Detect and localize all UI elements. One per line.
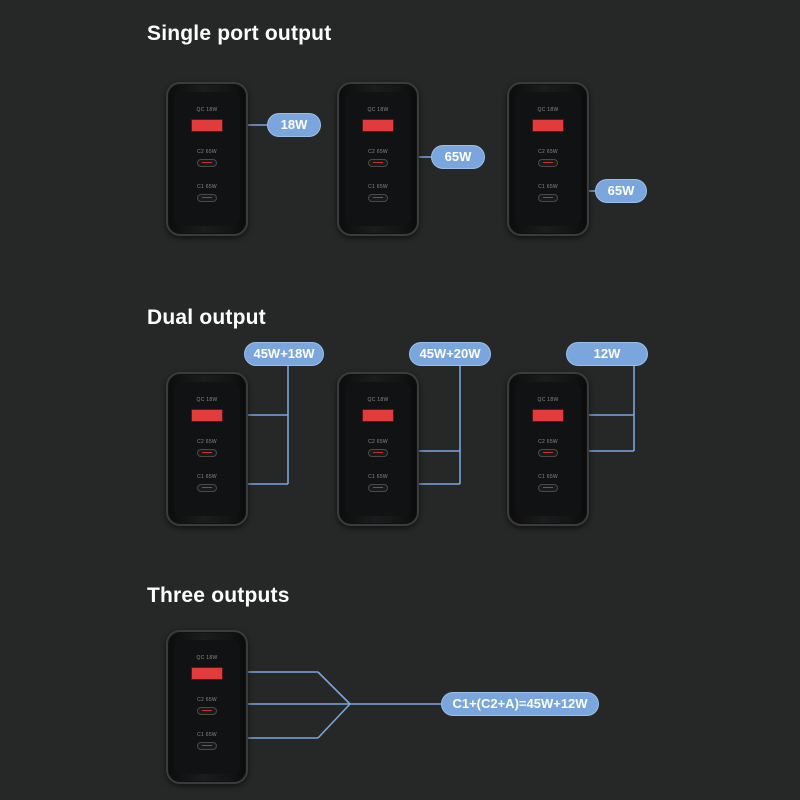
- usb-c-port-c1: [197, 484, 217, 492]
- charger-three: QC 18W C2 65W C1 65W: [166, 630, 248, 784]
- port-label-c1: C1 65W: [538, 184, 558, 190]
- usb-a-port: [191, 667, 223, 680]
- port-label-qc: QC 18W: [367, 397, 389, 403]
- label-single-1: 18W: [268, 114, 320, 136]
- label-single-2: 65W: [432, 146, 484, 168]
- charger-single-3: QC 18W C2 65W C1 65W: [507, 82, 589, 236]
- port-label-c1: C1 65W: [197, 474, 217, 480]
- usb-c-port-c2: [538, 159, 558, 167]
- dual-output-title: Dual output: [147, 306, 266, 329]
- port-label-qc: QC 18W: [537, 107, 559, 113]
- usb-c-port-c2: [368, 159, 388, 167]
- label-dual-2: 45W+20W: [410, 343, 490, 365]
- usb-c-port-c2: [197, 449, 217, 457]
- usb-c-port-c1: [197, 194, 217, 202]
- port-label-c1: C1 65W: [197, 732, 217, 738]
- line-three-top-diag: [317, 671, 351, 705]
- port-label-c2: C2 65W: [197, 697, 217, 703]
- port-label-c2: C2 65W: [368, 149, 388, 155]
- usb-a-port: [532, 119, 564, 132]
- port-label-c1: C1 65W: [197, 184, 217, 190]
- usb-a-port: [191, 409, 223, 422]
- usb-c-port-c2: [368, 449, 388, 457]
- charger-dual-2: QC 18W C2 65W C1 65W: [337, 372, 419, 526]
- charger-dual-3: QC 18W C2 65W C1 65W: [507, 372, 589, 526]
- usb-c-port-c1: [538, 194, 558, 202]
- line-three-bottom-diag: [317, 703, 351, 739]
- single-port-title: Single port output: [147, 22, 332, 45]
- charger-dual-1: QC 18W C2 65W C1 65W: [166, 372, 248, 526]
- port-label-c1: C1 65W: [368, 474, 388, 480]
- port-label-qc: QC 18W: [196, 107, 218, 113]
- usb-c-port-c1: [538, 484, 558, 492]
- label-dual-3: 12W: [567, 343, 647, 365]
- usb-a-port: [362, 409, 394, 422]
- port-label-c2: C2 65W: [197, 149, 217, 155]
- port-label-c2: C2 65W: [197, 439, 217, 445]
- usb-a-port: [532, 409, 564, 422]
- charger-single-2: QC 18W C2 65W C1 65W: [337, 82, 419, 236]
- port-label-qc: QC 18W: [537, 397, 559, 403]
- charger-single-1: QC 18W C2 65W C1 65W: [166, 82, 248, 236]
- label-single-3: 65W: [596, 180, 646, 202]
- label-three: C1+(C2+A)=45W+12W: [442, 693, 598, 715]
- usb-a-port: [191, 119, 223, 132]
- port-label-c2: C2 65W: [368, 439, 388, 445]
- port-label-qc: QC 18W: [196, 397, 218, 403]
- usb-c-port-c1: [197, 742, 217, 750]
- port-label-c1: C1 65W: [538, 474, 558, 480]
- label-dual-1: 45W+18W: [245, 343, 323, 365]
- usb-c-port-c1: [368, 484, 388, 492]
- usb-c-port-c2: [197, 707, 217, 715]
- port-label-qc: QC 18W: [367, 107, 389, 113]
- port-label-qc: QC 18W: [196, 655, 218, 661]
- three-outputs-title: Three outputs: [147, 584, 290, 607]
- port-label-c2: C2 65W: [538, 439, 558, 445]
- usb-c-port-c2: [538, 449, 558, 457]
- port-label-c1: C1 65W: [368, 184, 388, 190]
- usb-c-port-c1: [368, 194, 388, 202]
- usb-a-port: [362, 119, 394, 132]
- usb-c-port-c2: [197, 159, 217, 167]
- port-label-c2: C2 65W: [538, 149, 558, 155]
